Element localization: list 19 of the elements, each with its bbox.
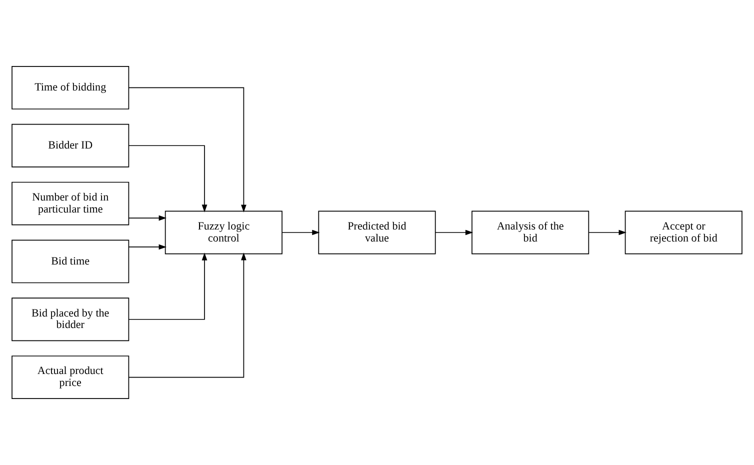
node-box: Analysis of the bid bbox=[472, 210, 590, 254]
node-box: Number of bid in particular time bbox=[12, 182, 130, 226]
arrow bbox=[128, 215, 166, 221]
arrow bbox=[128, 87, 246, 212]
arrow bbox=[128, 252, 208, 320]
node-box: Time of bidding bbox=[12, 66, 130, 110]
arrow bbox=[128, 145, 208, 212]
arrow bbox=[434, 230, 474, 236]
arrow bbox=[128, 244, 166, 250]
arrow bbox=[282, 230, 320, 236]
arrow bbox=[588, 230, 626, 236]
node-box: Predicted bid value bbox=[318, 210, 436, 254]
node-box: Accept or rejection of bid bbox=[624, 210, 742, 254]
node-box: Actual product price bbox=[12, 356, 130, 400]
node-box: Bidder ID bbox=[12, 124, 130, 168]
node-box: Bid time bbox=[12, 240, 130, 284]
node-box: Bid placed by the bidder bbox=[12, 298, 130, 342]
node-box: Fuzzy logic control bbox=[164, 210, 282, 254]
arrow bbox=[128, 252, 246, 378]
